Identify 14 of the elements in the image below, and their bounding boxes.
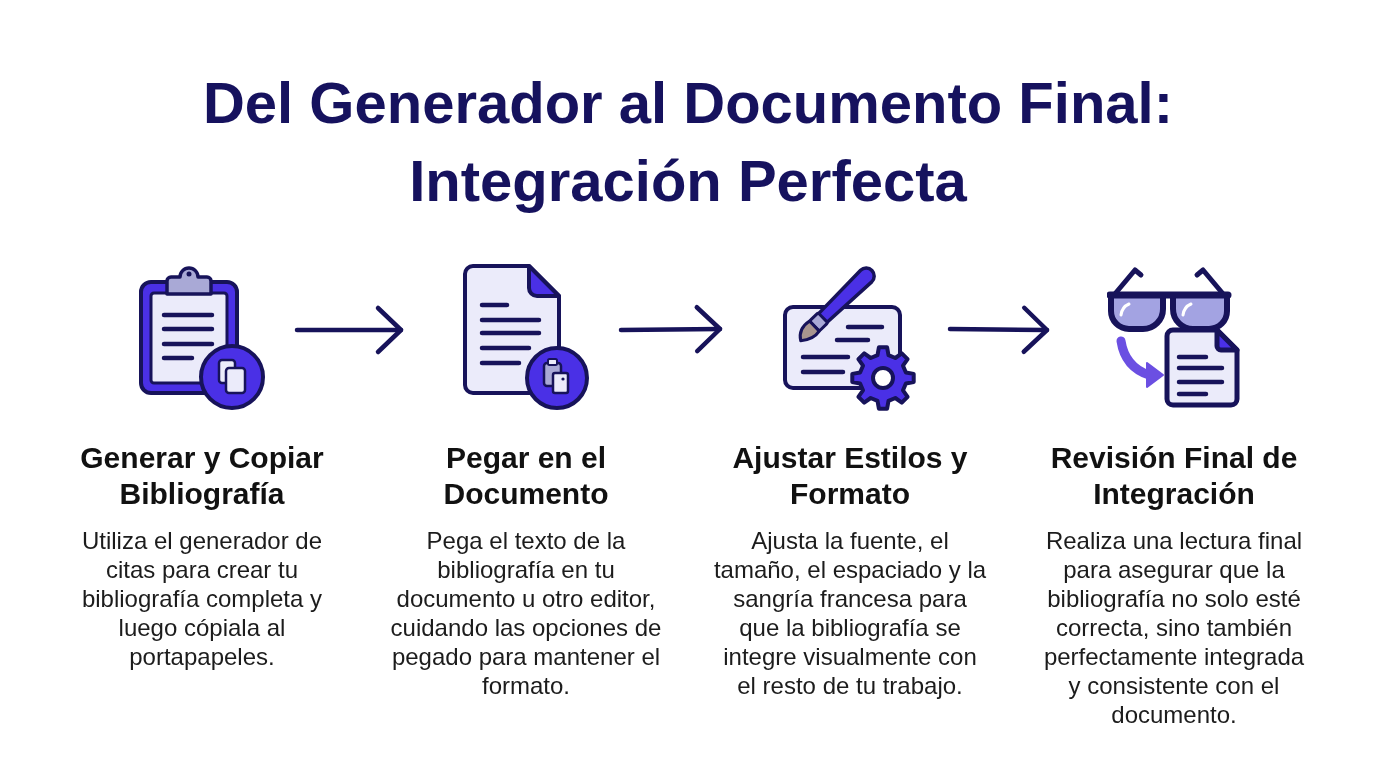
step-description: Realiza una lectura final para asegurar que la bibliografía no solo esté correcta, sino también perfectamente integrada y consistente con el documento. (1042, 526, 1306, 729)
step-heading: Generar y Copiar Bibliografía (79, 440, 325, 512)
arrow (294, 305, 404, 355)
step-description: Ajusta la fuente, el tamaño, el espaciado y la sangría francesa para que la bibliografía se integre visualmente con el resto de tu trabajo. (712, 526, 988, 700)
step-heading: Pegar en el Documento (442, 440, 610, 512)
arrow (947, 305, 1050, 354)
step-description: Pega el texto de la bibliografía en tu documento u otro editor, cuidando las opciones de pegado para mantener el formato. (389, 526, 663, 700)
title: Del Generador al Documento Final: Integración Perfecta (201, 69, 1175, 215)
step-heading: Revisión Final de Integración (1049, 440, 1299, 512)
clipboard-copy-icon (137, 263, 267, 410)
arrow (618, 305, 723, 354)
step-description: Utiliza el generador de citas para crear tu bibliografía completa y luego cópiala al portapapeles. (80, 526, 324, 671)
document-paste-icon (461, 263, 591, 411)
step-heading: Ajustar Estilos y Formato (731, 440, 969, 512)
